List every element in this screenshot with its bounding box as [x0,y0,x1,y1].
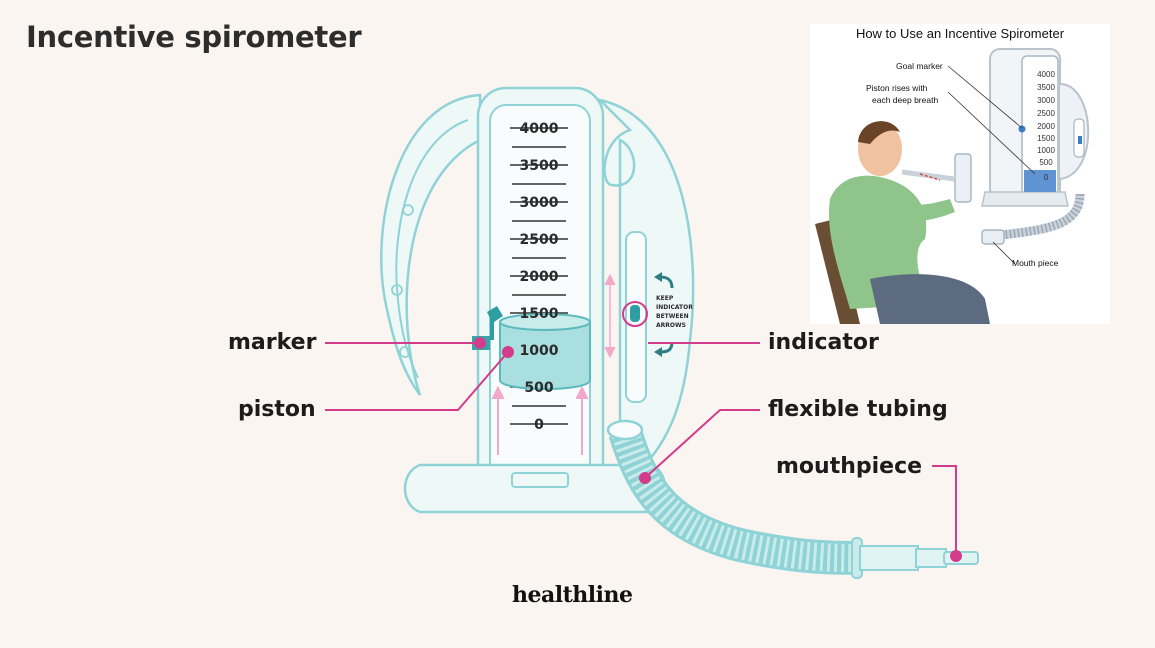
inset-drawing: 4000 3500 3000 2500 2000 1500 1000 500 0… [815,48,1090,324]
scale-label-1000: 1000 [520,343,559,359]
inset-scale-2000: 2000 [1037,122,1055,131]
page-title: Incentive spirometer [26,20,362,54]
inset-label-mouth-piece: Mouth piece [1012,258,1059,268]
inset-scale-2500: 2500 [1037,109,1055,118]
scale-label-3000: 3000 [520,195,559,211]
indicator-ring [622,301,648,327]
label-marker: marker [228,330,317,355]
scale-label-0: 0 [534,417,544,433]
mouthpiece-body [851,537,979,579]
inset-mouth-piece [981,229,1005,245]
inset-scale-1000: 1000 [1037,146,1055,155]
scale-label-2500: 2500 [520,232,559,248]
inset-person-legs [870,274,990,324]
inset-label-piston-line-2: each deep breath [872,95,938,105]
piston-body [499,313,591,390]
scale-label-500: 500 [524,380,553,396]
label-piston: piston [238,397,316,422]
airflow-arrows [491,273,616,455]
scale-label-1500: 1500 [520,306,559,322]
inset-scale-500: 500 [1039,158,1053,167]
inset-goal-marker-dot [1018,125,1026,133]
inset-scale-4000: 4000 [1037,70,1055,79]
label-mouthpiece: mouthpiece [776,454,922,479]
label-indicator: indicator [768,330,879,355]
indicator-note-line-2: INDICATOR [656,304,693,311]
inset-scale-1500: 1500 [1037,134,1055,143]
callouts [325,337,962,562]
inset-illustration: 4000 3500 3000 2500 2000 1500 1000 500 0… [810,24,1110,324]
inset-title: How to Use an Incentive Spirometer [855,26,1065,41]
inset-label-goal-marker: Goal marker [896,61,943,71]
scale-label-4000: 4000 [520,121,559,137]
inset-piston [1024,170,1056,192]
inset-scale-3000: 3000 [1037,96,1055,105]
indicator-flag [630,305,640,322]
inset-person-arm [890,199,955,221]
flexible-tubing [606,419,861,575]
brand-logo: healthline [512,582,633,608]
inset-scale-3500: 3500 [1037,83,1055,92]
label-flexible-tubing: flexible tubing [768,397,948,422]
inset-tube [989,193,1085,241]
scale-label-3500: 3500 [520,158,559,174]
indicator-note-line-3: BETWEEN [656,313,689,320]
inset-label-piston-line-1: Piston rises with [866,83,928,93]
inset-handheld-device [954,153,972,203]
scale-label-2000: 2000 [520,269,559,285]
indicator-note-line-4: ARROWS [656,322,686,329]
indicator-note-line-1: KEEP [656,295,674,302]
device-handle [380,93,482,396]
inset-scale-0: 0 [1044,173,1049,182]
inset-person-hair [858,121,900,144]
